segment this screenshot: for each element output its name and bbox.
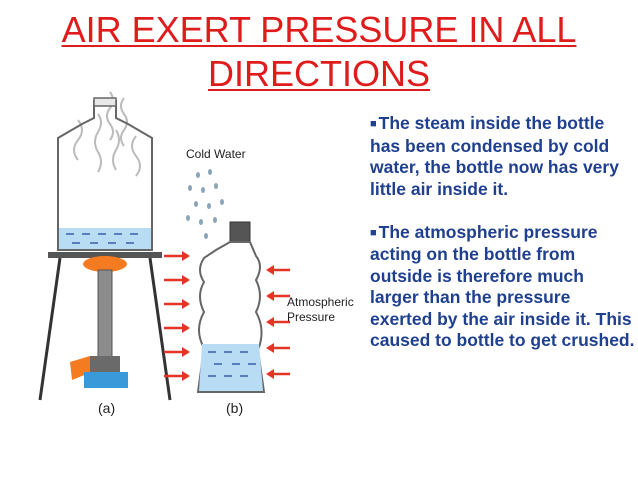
bottle-cap [229, 221, 251, 243]
figure-b: Cold Water [164, 147, 354, 416]
bullet-text-2: The atmospheric pressure acting on the b… [370, 221, 635, 351]
figure-a: (a) [38, 91, 172, 416]
atmospheric-label-line2: Pressure [287, 310, 335, 324]
gauze-a [48, 252, 162, 258]
water-b-dashes [208, 351, 256, 377]
bullet-text-1: The steam inside the bottle has been con… [370, 113, 619, 199]
bottle-a [57, 100, 153, 251]
bullet-item-1: ■The steam inside the bottle has been co… [370, 113, 635, 200]
square-bullet-icon: ■ [370, 226, 377, 239]
water-a-dashes [66, 233, 138, 244]
cold-water-label: Cold Water [186, 147, 246, 161]
pressure-arrows-left [164, 251, 190, 381]
water-a [59, 228, 151, 249]
bullet-list: ■The steam inside the bottle has been co… [370, 113, 635, 373]
water-drops-icon [186, 169, 224, 239]
pressure-arrows-right [266, 265, 290, 379]
water-b [199, 344, 263, 391]
slide-title: AIR EXERT PRESSURE IN ALL DIRECTIONS [0, 8, 638, 96]
caption-a: (a) [98, 400, 115, 416]
caption-b: (b) [226, 400, 243, 416]
title-line-1: AIR EXERT PRESSURE IN ALL [61, 9, 577, 50]
bottle-a-neck [93, 97, 117, 107]
atmospheric-label-line1: Atmospheric [287, 295, 354, 309]
flame-icon [83, 256, 127, 272]
steam-icon [73, 91, 141, 177]
square-bullet-icon: ■ [370, 118, 377, 130]
bullet-item-2: ■The atmospheric pressure acting on the … [370, 222, 635, 352]
bunsen-burner-icon [70, 269, 128, 388]
title-line-2: DIRECTIONS [207, 53, 430, 94]
